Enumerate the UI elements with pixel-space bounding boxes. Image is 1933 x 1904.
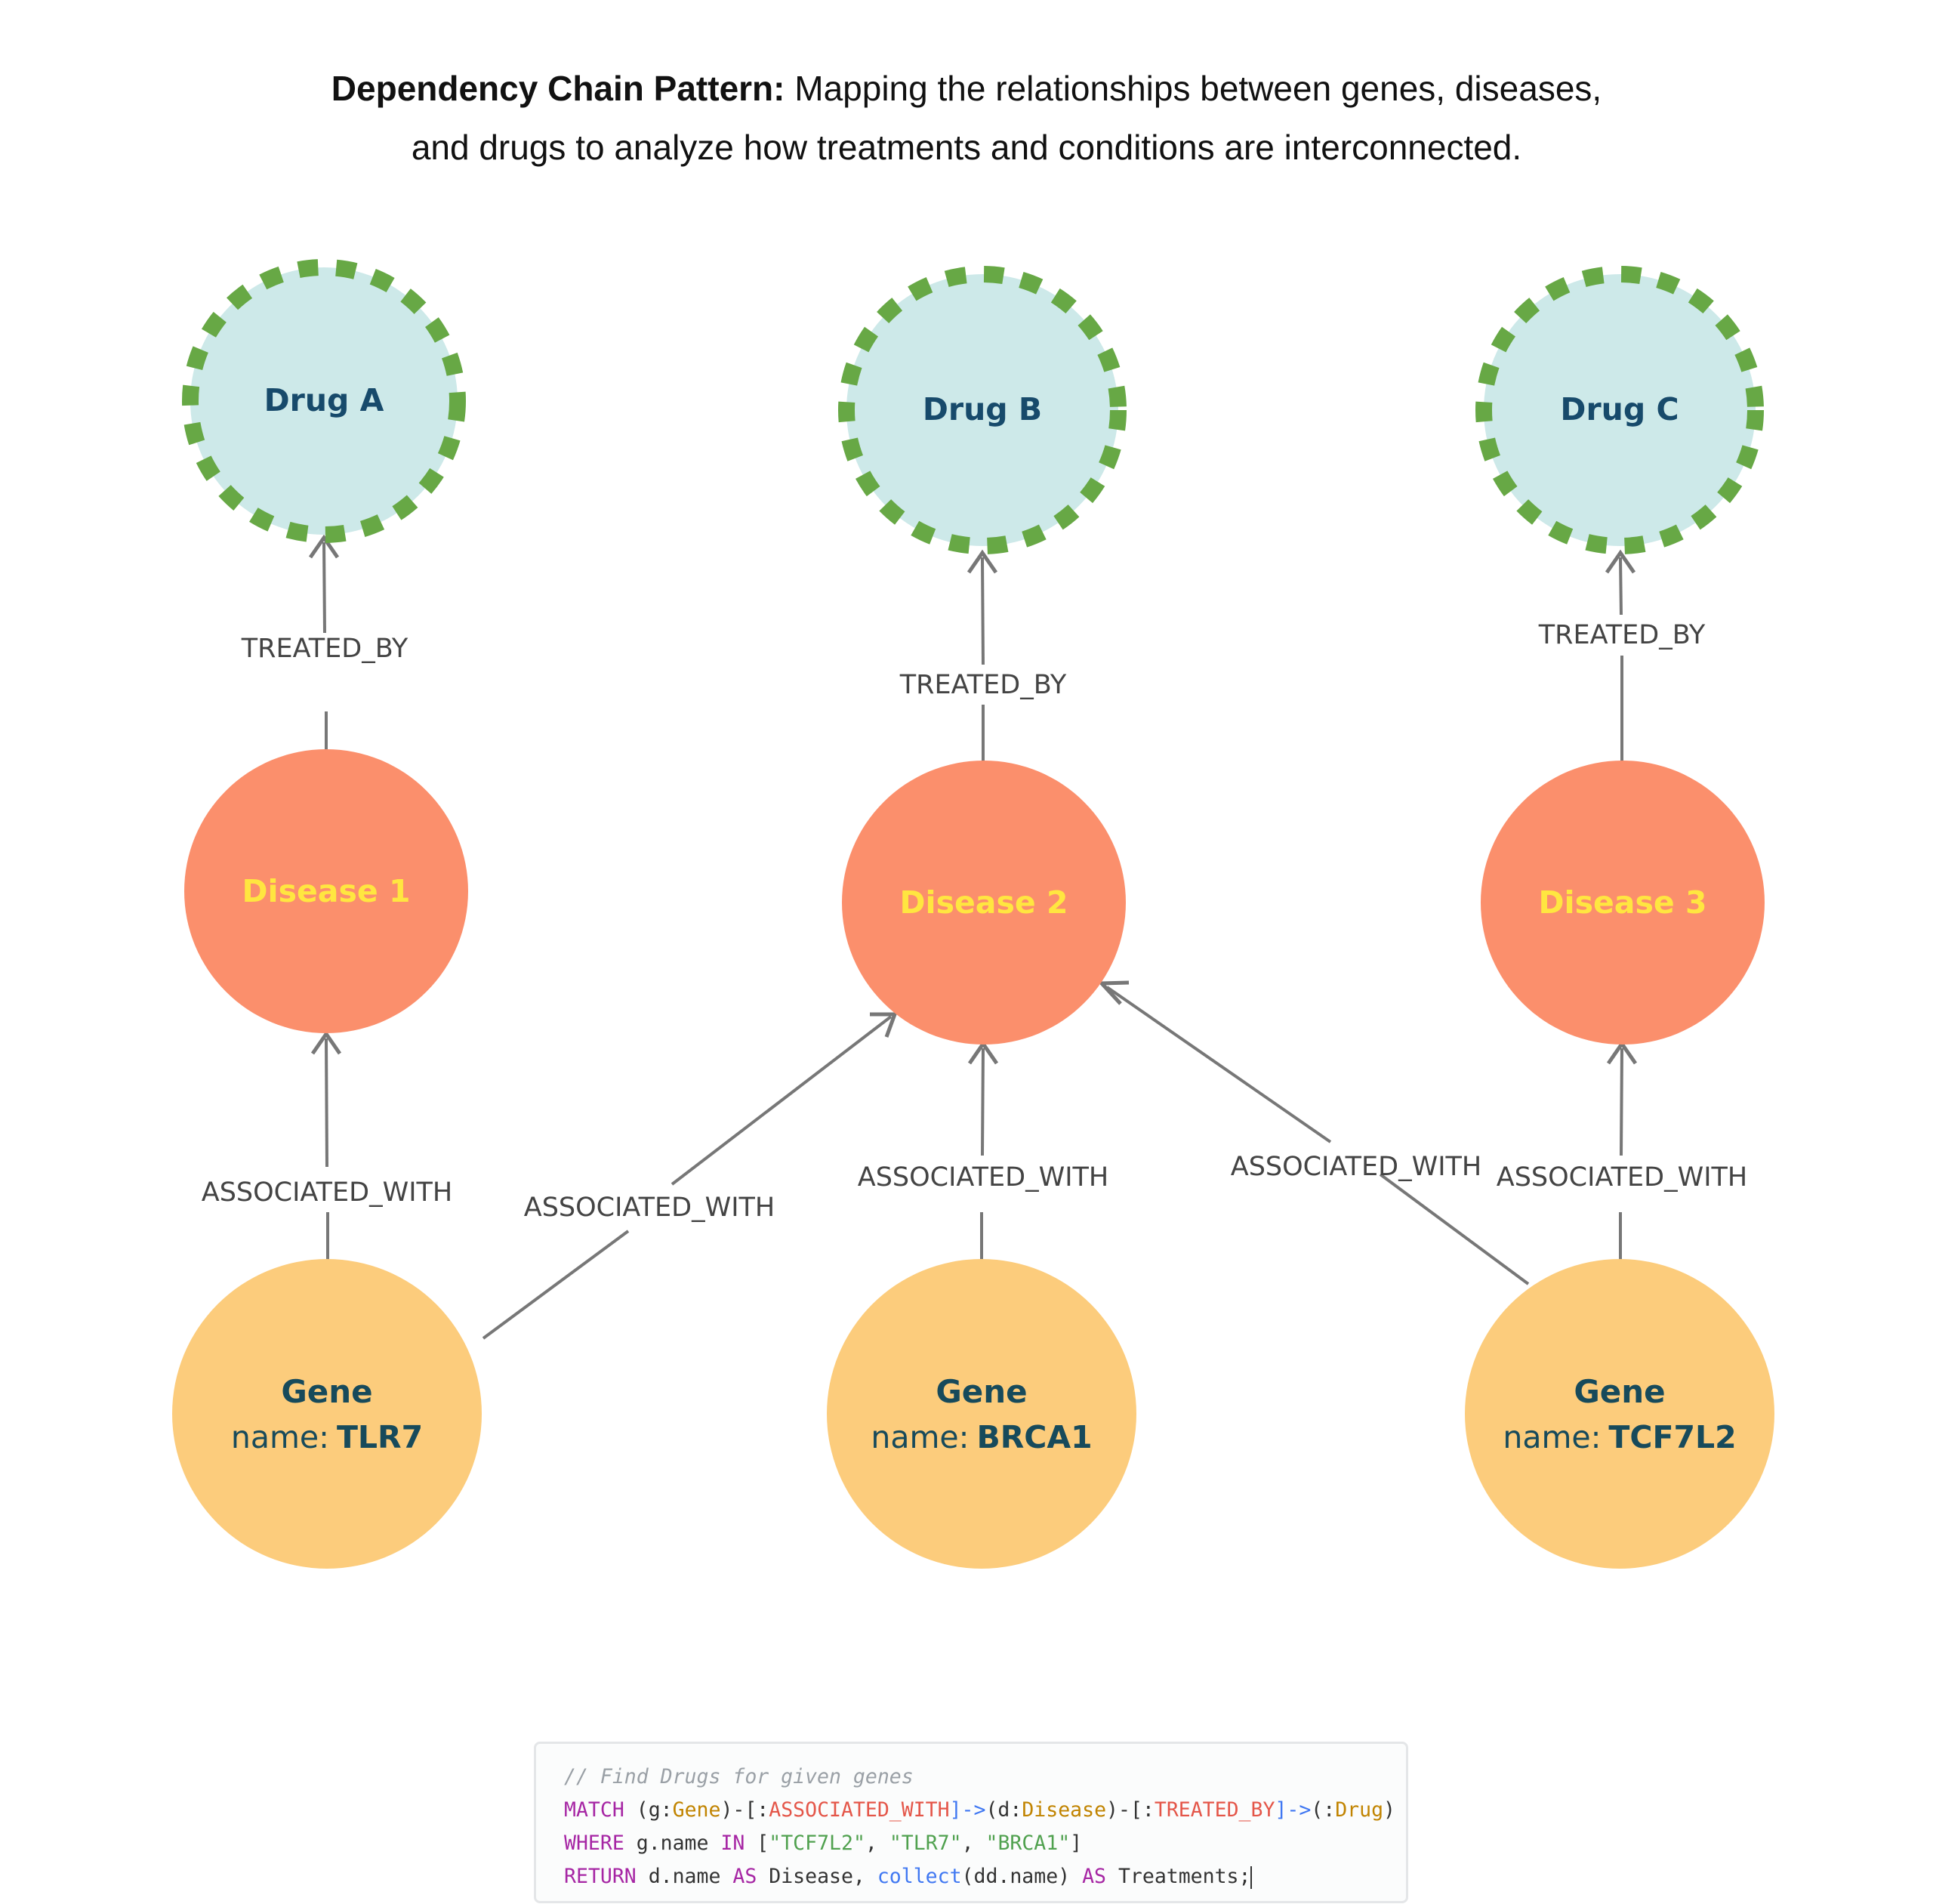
code-token: (: xyxy=(1311,1798,1336,1822)
code-disease-label: Disease xyxy=(1022,1798,1107,1822)
code-token: ) xyxy=(1383,1798,1395,1822)
edge-assoc-tcf7l2-disease2: ASSOCIATED_WITH xyxy=(1097,980,1530,1285)
node-gene-tlr7-prop: name:TLR7 xyxy=(231,1419,423,1455)
caption-bold: Dependency Chain Pattern: xyxy=(331,69,785,108)
caption-text: Mapping the relationships between genes,… xyxy=(794,69,1602,108)
code-drug-label: Drug xyxy=(1335,1798,1384,1822)
code-comment: // Find Drugs for given genes xyxy=(564,1765,914,1788)
graph-diagram: TREATED_BY TREATED_BY TREATED_BY ASSOCIA… xyxy=(172,259,1774,1569)
code-return-keyword: RETURN xyxy=(564,1865,637,1888)
node-drug-c[interactable]: Drug C xyxy=(1475,266,1764,554)
node-disease-2-label: Disease 2 xyxy=(900,884,1068,921)
edge-assoc-brca1-disease2: ASSOCIATED_WITH xyxy=(858,1040,1108,1260)
code-token: (dd.name) xyxy=(961,1865,1083,1888)
edge-label-treated-by-c: TREATED_BY xyxy=(1538,620,1706,650)
code-collect-function: collect xyxy=(877,1865,962,1888)
edge-treated-by-b: TREATED_BY xyxy=(899,549,1067,763)
code-token: [ xyxy=(745,1831,769,1855)
code-token: g.name xyxy=(624,1831,721,1855)
code-in-keyword: IN xyxy=(720,1831,745,1855)
code-token: ] xyxy=(1070,1831,1083,1855)
code-where-keyword: WHERE xyxy=(564,1831,624,1855)
node-drug-c-label: Drug C xyxy=(1560,391,1679,427)
code-as-keyword: AS xyxy=(732,1865,757,1888)
node-gene-tcf7l2-prop-value: TCF7L2 xyxy=(1608,1419,1736,1455)
code-token: Disease, xyxy=(757,1865,877,1888)
node-gene-tlr7[interactable]: Gene name:TLR7 xyxy=(172,1259,482,1569)
node-gene-tlr7-title: Gene xyxy=(281,1373,372,1410)
code-token: , xyxy=(961,1831,986,1855)
edge-assoc-tlr7-disease2: ASSOCIATED_WITH xyxy=(482,1012,898,1340)
edge-assoc-tlr7-disease1: ASSOCIATED_WITH xyxy=(202,1030,452,1260)
code-token: Treatments; xyxy=(1106,1865,1251,1888)
node-gene-tcf7l2[interactable]: Gene name:TCF7L2 xyxy=(1465,1259,1774,1569)
edge-label-assoc-brca1-disease2: ASSOCIATED_WITH xyxy=(858,1162,1108,1193)
figure-caption: Dependency Chain Pattern: Mapping the re… xyxy=(0,59,1933,177)
node-gene-tcf7l2-prop-key: name: xyxy=(1503,1419,1601,1455)
edge-label-assoc-tcf7l2-disease2: ASSOCIATED_WITH xyxy=(1231,1152,1481,1182)
code-arrow: ]-> xyxy=(1275,1798,1312,1822)
code-token: )-[: xyxy=(1106,1798,1155,1822)
node-gene-brca1-prop: name:BRCA1 xyxy=(871,1419,1092,1455)
code-match-keyword: MATCH xyxy=(564,1798,624,1822)
node-disease-3-label: Disease 3 xyxy=(1539,884,1707,921)
edge-label-assoc-tlr7-disease2: ASSOCIATED_WITH xyxy=(524,1193,775,1223)
code-string: "BRCA1" xyxy=(985,1831,1071,1855)
code-as-keyword: AS xyxy=(1082,1865,1106,1888)
code-token: (g: xyxy=(624,1798,673,1822)
code-arrow: ]-> xyxy=(949,1798,986,1822)
node-drug-a-label: Drug A xyxy=(264,382,384,418)
edge-label-assoc-tlr7-disease1: ASSOCIATED_WITH xyxy=(202,1177,452,1208)
edge-treated-by-c: TREATED_BY xyxy=(1538,549,1706,761)
node-drug-b-label: Drug B xyxy=(923,391,1042,427)
code-line-1: // Find Drugs for given genes xyxy=(564,1761,1406,1794)
code-string: "TLR7" xyxy=(889,1831,962,1855)
code-rel-associated: ASSOCIATED_WITH xyxy=(769,1798,950,1822)
edge-label-treated-by-a: TREATED_BY xyxy=(241,634,408,664)
code-token: )-[: xyxy=(720,1798,769,1822)
code-line-3: WHERE g.name IN ["TCF7L2", "TLR7", "BRCA… xyxy=(564,1827,1406,1860)
caption-line-2: and drugs to analyze how treatments and … xyxy=(411,128,1522,167)
node-disease-3[interactable]: Disease 3 xyxy=(1481,761,1765,1045)
node-gene-brca1[interactable]: Gene name:BRCA1 xyxy=(827,1259,1136,1569)
node-disease-2[interactable]: Disease 2 xyxy=(842,761,1126,1045)
code-token: d.name xyxy=(636,1865,733,1888)
code-line-4: RETURN d.name AS Disease, collect(dd.nam… xyxy=(564,1860,1406,1893)
node-gene-brca1-prop-value: BRCA1 xyxy=(976,1419,1092,1455)
node-gene-brca1-title: Gene xyxy=(936,1373,1027,1410)
node-drug-b[interactable]: Drug B xyxy=(838,266,1127,554)
node-gene-tcf7l2-prop: name:TCF7L2 xyxy=(1503,1419,1736,1455)
code-token: , xyxy=(865,1831,889,1855)
node-gene-tlr7-prop-value: TLR7 xyxy=(337,1419,423,1455)
code-line-2: MATCH (g:Gene)-[:ASSOCIATED_WITH]->(d:Di… xyxy=(564,1794,1406,1827)
node-drug-a[interactable]: Drug A xyxy=(182,259,466,543)
edge-label-treated-by-b: TREATED_BY xyxy=(899,670,1067,700)
code-token: (d: xyxy=(985,1798,1022,1822)
edge-treated-by-a: TREATED_BY xyxy=(241,534,408,751)
node-gene-tlr7-prop-key: name: xyxy=(231,1419,329,1455)
node-gene-brca1-prop-key: name: xyxy=(871,1419,969,1455)
caption-line-1: Dependency Chain Pattern: Mapping the re… xyxy=(0,59,1933,118)
edge-label-assoc-tcf7l2-disease3: ASSOCIATED_WITH xyxy=(1497,1162,1747,1193)
code-rel-treated: TREATED_BY xyxy=(1154,1798,1275,1822)
node-gene-tcf7l2-title: Gene xyxy=(1574,1373,1665,1410)
edge-assoc-tcf7l2-disease3: ASSOCIATED_WITH xyxy=(1497,1040,1747,1260)
code-string: "TCF7L2" xyxy=(769,1831,865,1855)
text-cursor xyxy=(1250,1865,1253,1889)
node-disease-1-label: Disease 1 xyxy=(242,873,411,909)
node-disease-1[interactable]: Disease 1 xyxy=(184,749,468,1033)
code-gene-label: Gene xyxy=(672,1798,721,1822)
